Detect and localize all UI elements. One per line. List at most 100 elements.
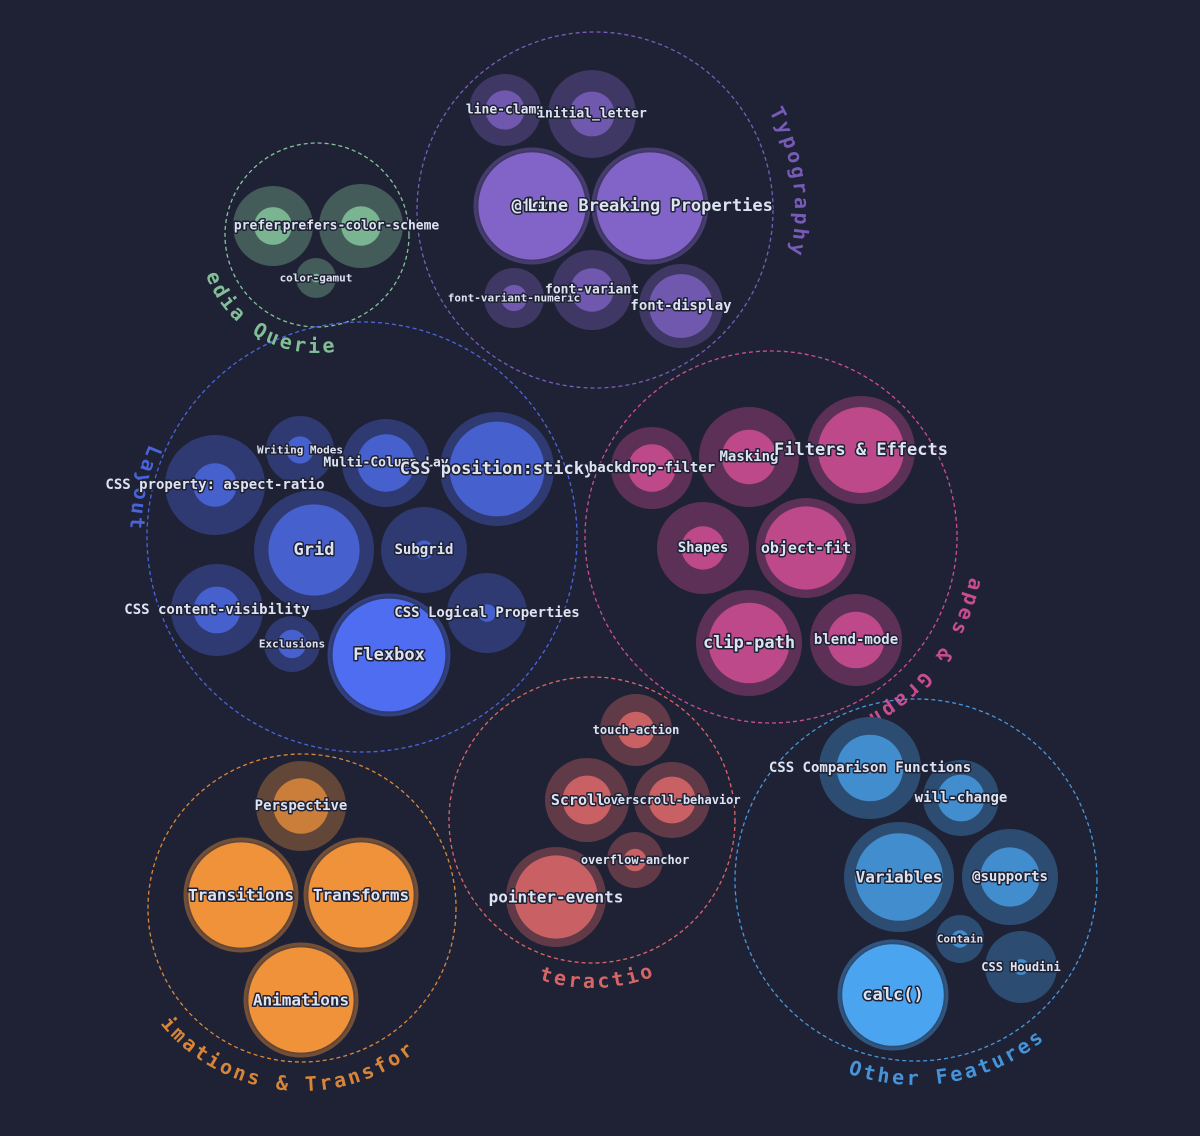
group-boundary-other-features [734, 698, 1098, 1062]
group-boundary-shapes-graphics [584, 350, 958, 724]
bubble-fill-supports [980, 847, 1040, 907]
bubble-label-scroll-snap: Scroll S [551, 791, 623, 809]
bubble-label-supports: @supports [972, 869, 1048, 885]
bubble-label-flexbox: Flexbox [353, 645, 425, 665]
bubble-fill-will-change [937, 774, 985, 822]
bubble-label-touch-action: touch-action [593, 723, 680, 737]
bubble-fill-css-content-visibility [193, 586, 241, 634]
bubble-label-perspective: Perspective [255, 798, 348, 814]
bubble-label-css-position-sticky: CSS position:sticky [400, 459, 594, 479]
bubble-fill-transitions [188, 842, 294, 948]
bubble-label-prefers-reduced-motion: prefers-re [234, 219, 312, 234]
bubble-fill-multi-column-layout [357, 434, 415, 492]
bubble-label-transforms: Transforms [313, 886, 409, 905]
bubble-label-multi-column-layout: Multi-Column Lay [323, 456, 448, 471]
bubble-fill-color-gamut [311, 273, 321, 283]
bubble-label-css-content-visibility: CSS content-visibility [124, 602, 310, 618]
bubble-label-contain: Contain [937, 933, 983, 946]
bubble-fill-overflow-anchor [623, 848, 647, 872]
bubble-label-subgrid: Subgrid [394, 542, 453, 558]
bubble-fill-prefers-reduced-motion [254, 207, 292, 245]
bubble-fill-scroll-snap [562, 775, 612, 825]
bubble-fill-pointer-events [514, 855, 598, 939]
bubble-fill-css-logical-properties [478, 604, 496, 622]
bubble-fill-masking [721, 429, 777, 485]
bubble-fill-filters-effects [818, 407, 904, 493]
bubble-fill-clip-path [708, 602, 790, 684]
bubble-label-clip-path: clip-path [703, 633, 795, 653]
bubble-label-initial-letter: initial_letter [537, 107, 647, 122]
bubble-fill-perspective [273, 778, 329, 834]
bubble-fill-shapes [681, 526, 725, 570]
bubble-ring-animations [243, 942, 359, 1058]
bubble-fill-variables [855, 833, 943, 921]
bubble-fill-font-variant-numeric [500, 284, 528, 312]
bubble-label-filters-effects: Filters & Effects [774, 440, 948, 460]
bubble-label-font-variant: font-variant [545, 283, 639, 298]
bubble-fill-font-variant [570, 268, 614, 312]
bubble-ring-calc [837, 939, 949, 1051]
group-boundary-media-queries [224, 142, 410, 328]
bubble-ring-font-face [473, 147, 591, 265]
bubble-ring-transitions [183, 837, 299, 953]
bubble-fill-exclusions [277, 629, 307, 659]
bubble-label-exclusions: Exclusions [259, 638, 325, 651]
bubble-fill-css-position-sticky [449, 421, 545, 517]
bubble-fill-blend-mode [827, 611, 885, 669]
bubble-fill-prefers-color-scheme [341, 206, 381, 246]
bubble-fill-line-breaking-properties [596, 152, 704, 260]
bubble-label-pointer-events: pointer-events [489, 888, 624, 907]
bubble-ring-flexbox [327, 593, 451, 717]
group-boundary-interactions [448, 676, 736, 964]
bubble-fill-touch-action [617, 711, 655, 749]
bubble-fill-object-fit [764, 506, 848, 590]
bubble-ring-transforms [303, 837, 419, 953]
bubble-label-calc: calc() [862, 985, 923, 1005]
bubble-label-prefers-color-scheme: prefers-color-scheme [283, 219, 440, 234]
bubble-label-overscroll-behavior: overscroll-behavior [603, 793, 740, 807]
bubble-label-backdrop-filter: backdrop-filter [589, 460, 715, 476]
bubble-fill-grid [268, 504, 360, 596]
group-boundary-typography [416, 31, 774, 389]
group-boundary-layout [146, 321, 578, 753]
bubble-fill-css-comparison-functions [836, 734, 904, 802]
bubble-fill-initial-letter [569, 91, 615, 137]
bubble-label-writing-modes: Writing Modes [257, 444, 343, 457]
bubble-fill-css-property-aspect-ratio [193, 463, 237, 507]
bubble-label-css-comparison-functions: CSS Comparison Functions [769, 760, 971, 776]
bubble-ring-line-breaking-properties [591, 147, 709, 265]
bubble-label-object-fit: object-fit [761, 539, 851, 557]
group-boundary-animations-transforms [147, 753, 457, 1063]
bubble-label-blend-mode: blend-mode [814, 632, 898, 648]
bubble-fill-font-display [649, 274, 713, 338]
bubble-fill-transforms [308, 842, 414, 948]
bubble-fill-css-houdini [1013, 959, 1029, 975]
bubble-fill-flexbox [332, 598, 446, 712]
bubble-label-transitions: Transitions [188, 886, 294, 905]
bubble-label-line-clamp: line-clamp [466, 103, 544, 118]
bubble-fill-contain [951, 930, 969, 948]
bubble-label-will-change: will-change [915, 790, 1008, 806]
bubble-label-grid: Grid [294, 540, 335, 560]
bubble-label-font-face: @fon [512, 196, 553, 216]
bubble-label-color-gamut: color-gamut [280, 272, 353, 285]
bubble-fill-subgrid [414, 540, 434, 560]
bubble-label-css-logical-properties: CSS Logical Properties [394, 605, 579, 621]
bubble-fill-animations [248, 947, 354, 1053]
bubble-label-font-display: font-display [630, 298, 732, 314]
bubble-fill-font-face [478, 152, 586, 260]
bubble-label-font-variant-numeric: font-variant-numeric [448, 292, 580, 305]
bubble-label-variables: Variables [856, 868, 943, 887]
bubble-fill-calc [842, 944, 944, 1046]
bubble-fill-backdrop-filter [628, 444, 676, 492]
bubble-fill-line-clamp [485, 90, 525, 130]
bubble-label-overflow-anchor: overflow-anchor [581, 853, 689, 867]
bubble-label-css-houdini: CSS Houdini [981, 960, 1060, 974]
bubble-label-line-breaking-properties: Line Breaking Properties [527, 196, 773, 216]
bubble-fill-overscroll-behavior [648, 776, 696, 824]
bubble-fill-writing-modes [286, 436, 314, 464]
bubble-label-masking: Masking [719, 449, 778, 465]
bubble-label-css-property-aspect-ratio: CSS property: aspect-ratio [105, 477, 324, 493]
